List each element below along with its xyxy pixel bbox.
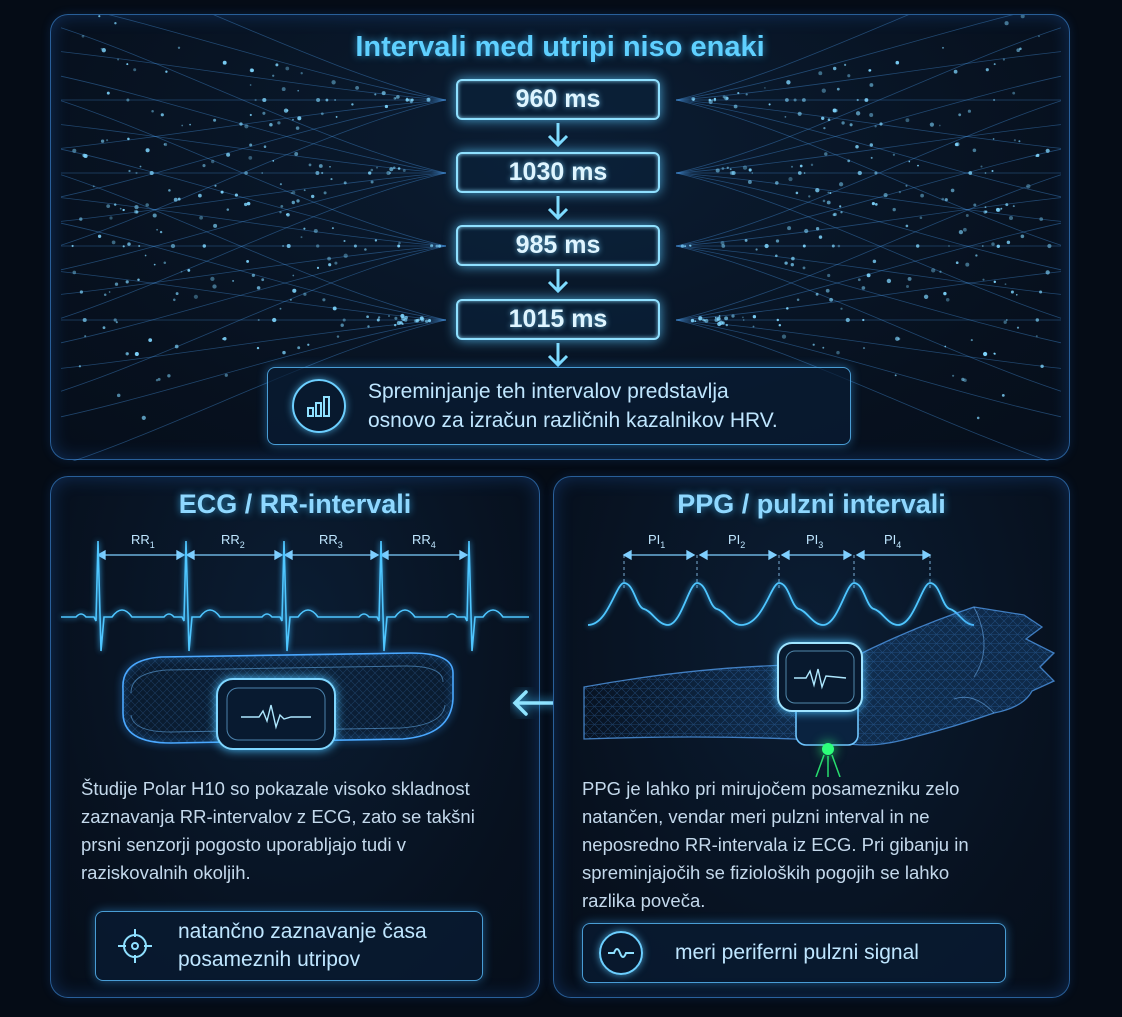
ecg-description-line: Študije Polar H10 so pokazale visoko skl…	[81, 778, 470, 799]
rr-label-2: RR2	[221, 532, 245, 550]
intervals-panel: Intervali med utripi niso enaki 960 ms 1…	[50, 14, 1070, 461]
ppg-diagram: PI1 PI2 PI3 PI4	[583, 532, 1056, 777]
arm-with-watch-illustration	[583, 606, 1056, 777]
hrv-info-line: osnovo za izračun različnih kazalnikov H…	[368, 409, 778, 432]
ecg-info-line: posameznih utripov	[178, 948, 361, 971]
ecg-info-box: natančno zaznavanje časa posameznih utri…	[95, 911, 483, 981]
ecg-description-line: prsni senzorji pogosto uporabljajo tudi …	[81, 834, 406, 855]
interval-box-2: 1030 ms	[456, 152, 660, 193]
arrow-down-icon	[547, 269, 569, 294]
ppg-title: PPG / pulzni intervali	[677, 489, 946, 519]
ecg-panel: ECG / RR-intervali RR1 RR2 RR3 RR4	[50, 476, 540, 998]
ppg-description: PPG je lahko pri mirujočem posamezniku z…	[582, 775, 1052, 915]
ppg-info-text: meri periferni pulzni signal	[675, 941, 919, 964]
pi-label-4: PI4	[884, 532, 901, 550]
ecg-title: ECG / RR-intervali	[178, 489, 412, 519]
rr-label-3: RR3	[319, 532, 343, 550]
chest-strap-illustration	[122, 652, 454, 750]
pi-label-1: PI1	[648, 532, 665, 550]
ppg-description-line: spreminjajočih se fizioloških pogojih se…	[582, 862, 950, 883]
crosshair-icon	[110, 921, 160, 971]
arrow-down-icon	[547, 196, 569, 221]
rr-interval-markers	[96, 549, 469, 561]
ppg-description-line: neposredno RR-intervala iz ECG. Pri giba…	[582, 834, 969, 855]
ecg-description: Študije Polar H10 so pokazale visoko skl…	[81, 775, 521, 887]
ecg-info-text: natančno zaznavanje časa posameznih utri…	[178, 918, 427, 974]
ecg-description-line: zaznavanja RR-intervalov z ECG, zato se …	[81, 806, 475, 827]
hrv-info-box: Spreminjanje teh intervalov predstavlja …	[267, 367, 851, 445]
interval-box-4: 1015 ms	[456, 299, 660, 340]
interval-box-3: 985 ms	[456, 225, 660, 266]
ppg-waveform	[587, 582, 975, 626]
ppg-panel: PPG / pulzni intervali PI1 PI2 PI3 PI4	[553, 476, 1070, 998]
pi-label-2: PI2	[728, 532, 745, 550]
pulse-wave-icon	[599, 931, 643, 975]
rr-label-1: RR1	[131, 532, 155, 550]
pi-interval-markers	[622, 549, 932, 561]
interval-box-1: 960 ms	[456, 79, 660, 120]
ecg-waveform	[61, 540, 529, 652]
ppg-info-box: meri periferni pulzni signal	[582, 923, 1006, 983]
ppg-description-line: PPG je lahko pri mirujočem posamezniku z…	[582, 778, 960, 799]
hrv-info-line: Spreminjanje teh intervalov predstavlja	[368, 380, 729, 403]
ecg-info-line: natančno zaznavanje časa	[178, 920, 427, 943]
ppg-description-line: razlika poveča.	[582, 890, 706, 911]
bar-chart-icon	[292, 379, 346, 433]
particle-streams-decoration	[60, 15, 1062, 461]
page-title: Intervali med utripi niso enaki	[355, 31, 765, 63]
rr-label-4: RR4	[412, 532, 436, 550]
pi-label-3: PI3	[806, 532, 823, 550]
hrv-info-text: Spreminjanje teh intervalov predstavlja …	[368, 377, 778, 435]
ecg-description-line: raziskovalnih okoljih.	[81, 862, 251, 883]
ecg-diagram: RR1 RR2 RR3 RR4	[61, 532, 529, 750]
arrow-down-icon	[547, 343, 569, 368]
ppg-description-line: natančen, vendar meri pulzni interval in…	[582, 806, 930, 827]
arrow-down-icon	[547, 123, 569, 148]
